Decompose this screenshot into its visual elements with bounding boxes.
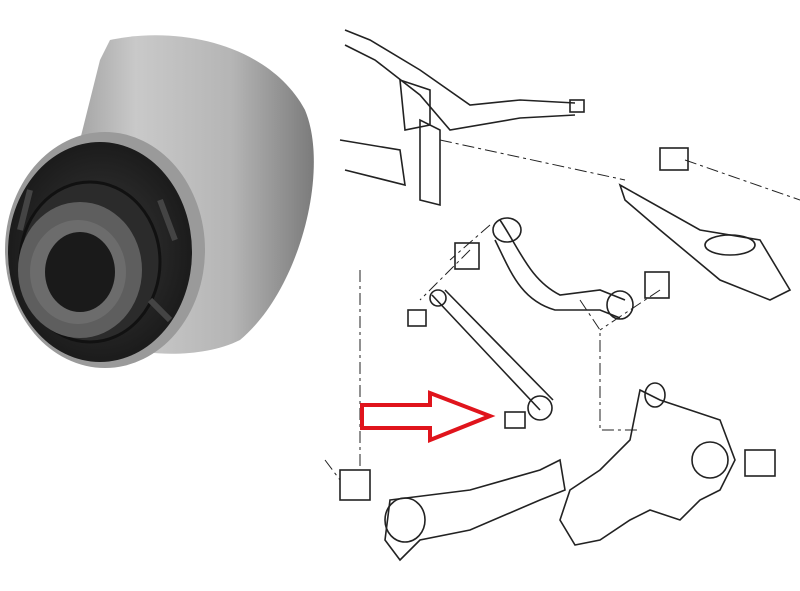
trailing-arm	[384, 458, 566, 562]
suspension-diagram	[324, 29, 800, 562]
rear-lower-arm	[618, 183, 792, 301]
knuckle	[559, 388, 736, 546]
highlight-arrow-icon	[360, 390, 496, 443]
upper-control-arm	[494, 219, 626, 319]
bushing-photo	[5, 35, 314, 368]
trailing-link	[431, 289, 554, 411]
subframe	[344, 29, 576, 131]
